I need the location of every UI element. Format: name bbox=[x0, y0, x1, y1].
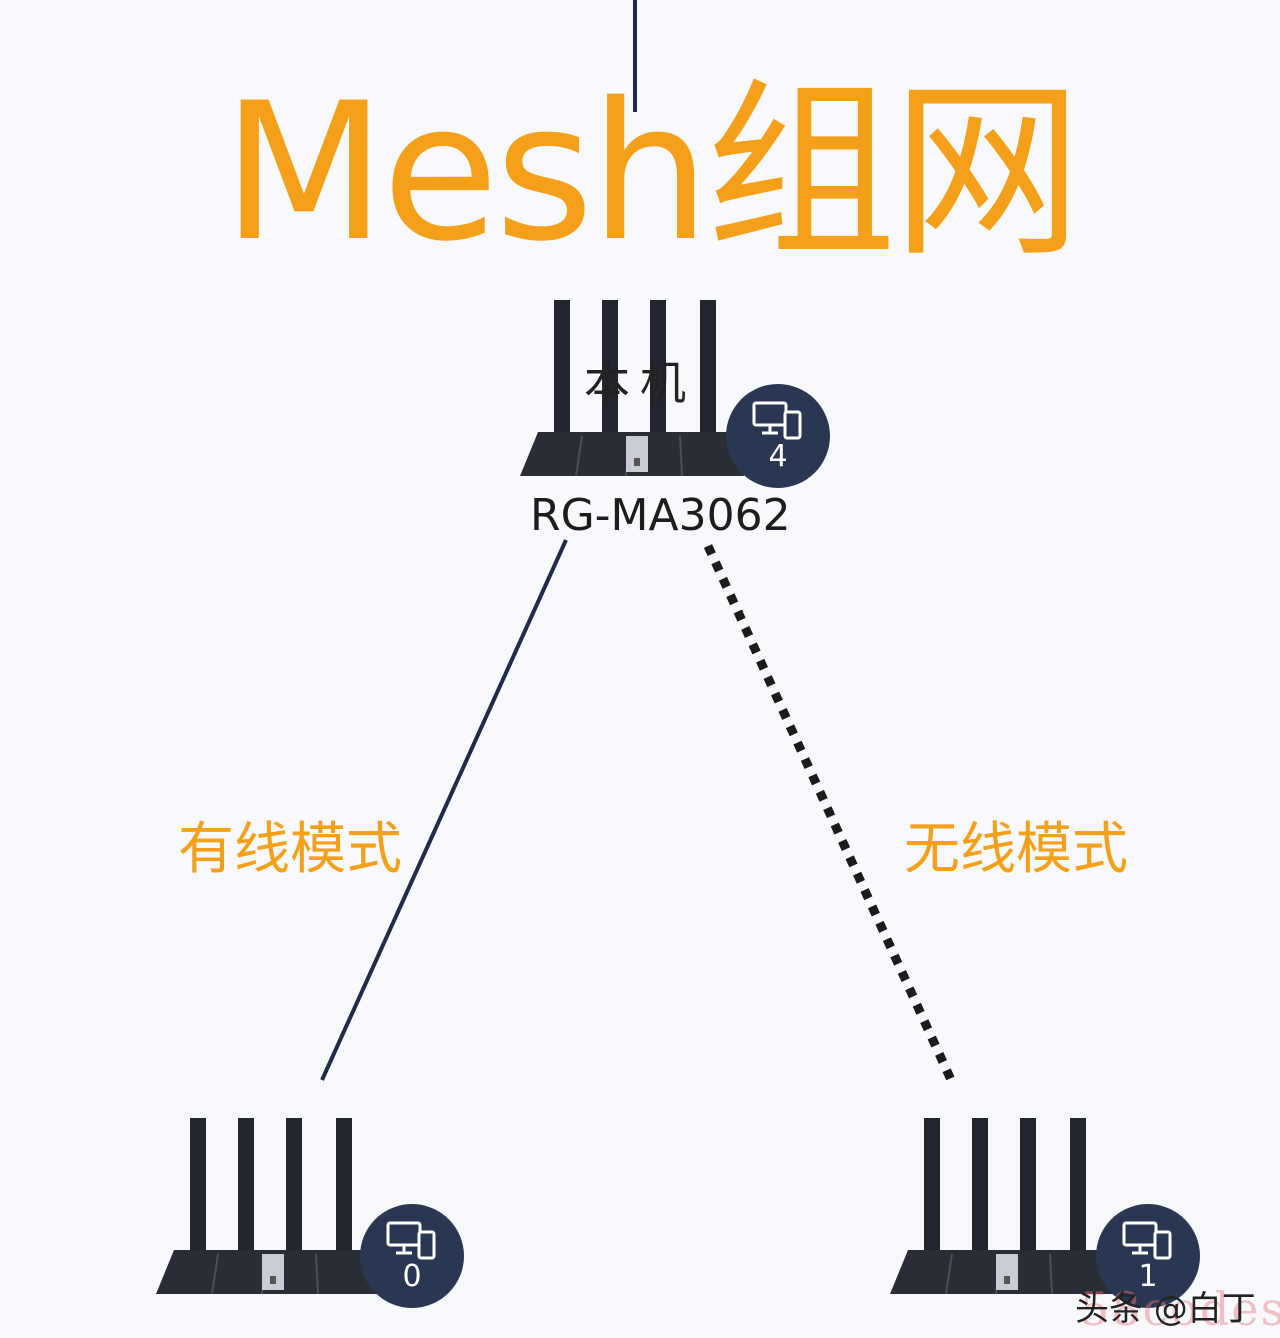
wireless-node-router-icon bbox=[890, 1118, 1114, 1295]
host-device-badge[interactable]: 4 bbox=[726, 384, 830, 488]
wireless-node-device-count: 1 bbox=[1138, 1259, 1158, 1294]
watermark-text: 头条 @白丁 bbox=[1075, 1289, 1256, 1329]
host-router-icon bbox=[520, 300, 744, 477]
wired-link-line bbox=[320, 539, 568, 1081]
wired-node-router-icon bbox=[156, 1118, 380, 1295]
host-device-count: 4 bbox=[768, 439, 788, 474]
wireless-node-device-badge[interactable]: 1 bbox=[1096, 1204, 1200, 1308]
wired-node-device-count: 0 bbox=[402, 1259, 422, 1294]
diagram-title: Mesh组网 bbox=[222, 62, 1082, 283]
devices-icon bbox=[1122, 1221, 1172, 1260]
watermark-site: 58codes bbox=[1080, 1282, 1280, 1336]
wired-node-device-badge[interactable]: 0 bbox=[360, 1204, 464, 1308]
wired-mode-label: 有线模式 bbox=[178, 817, 402, 882]
devices-icon bbox=[752, 401, 802, 440]
host-model-label: RG-MA3062 bbox=[530, 490, 791, 541]
wireless-mode-label: 无线模式 bbox=[904, 817, 1128, 882]
wireless-link-line bbox=[703, 544, 957, 1084]
devices-icon bbox=[386, 1221, 436, 1260]
host-label: 本机 bbox=[584, 356, 696, 410]
